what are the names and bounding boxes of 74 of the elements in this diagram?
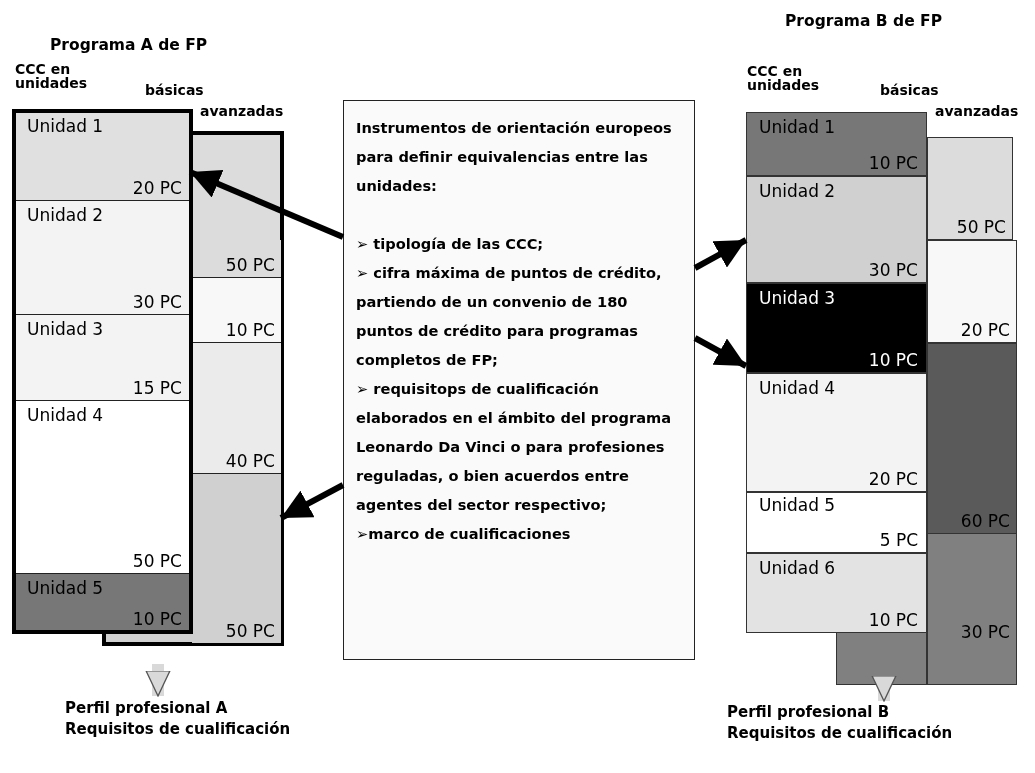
credit-block (192, 473, 281, 643)
credit-points: 20 PC (960, 320, 1010, 340)
arrow (188, 169, 345, 240)
column-header: CCC en unidades (15, 62, 89, 90)
credit-block (192, 240, 281, 277)
program-title: Programa B de FP (785, 14, 943, 28)
profile-subtitle: Requisitos de cualificación (65, 719, 292, 740)
unit-name: Unidad 2 (27, 205, 105, 225)
credit-block (927, 343, 1017, 534)
profile-title: Perfil profesional A (65, 698, 229, 719)
credit-points: 20 PC (132, 178, 182, 198)
credit-block (927, 137, 1013, 240)
credit-points: 20 PC (868, 469, 918, 489)
credit-points: 30 PC (960, 622, 1010, 642)
bullet-item: ➢marco de cualificaciones (356, 524, 572, 544)
credit-points: 30 PC (868, 260, 918, 280)
arrow (693, 335, 748, 369)
unit-block (746, 176, 927, 283)
column-header: básicas (880, 83, 939, 97)
unit-block (746, 373, 927, 492)
credit-points: 10 PC (225, 320, 275, 340)
credit-points: 50 PC (225, 621, 275, 641)
credit-points: 30 PC (132, 292, 182, 312)
unit-block (15, 400, 190, 573)
unit-block (746, 553, 927, 633)
column-header: avanzadas (200, 104, 284, 118)
unit-block (15, 112, 190, 200)
bullet-item: ➢ tipología de las CCC; (356, 234, 545, 254)
credit-block (192, 342, 281, 473)
credit-points: 10 PC (868, 153, 918, 173)
info-panel (343, 100, 695, 660)
credit-points: 10 PC (132, 609, 182, 629)
unit-name: Unidad 5 (759, 495, 837, 515)
credit-points: 40 PC (225, 451, 275, 471)
credit-points: 10 PC (868, 350, 918, 370)
credit-block (927, 240, 1017, 343)
profile-subtitle: Requisitos de cualificación (727, 723, 954, 744)
arrow (693, 237, 748, 271)
unit-name: Unidad 1 (27, 116, 105, 136)
unit-name: Unidad 2 (759, 181, 837, 201)
arrow (279, 482, 345, 521)
column-header: CCC en unidades (747, 64, 821, 92)
credit-block (927, 534, 1017, 685)
unit-name: Unidad 6 (759, 558, 837, 578)
unit-name: Unidad 3 (27, 319, 105, 339)
credit-points: 5 PC (879, 530, 918, 550)
credit-points: 10 PC (868, 610, 918, 630)
unit-name: Unidad 3 (759, 288, 837, 308)
unit-block (746, 492, 927, 553)
credit-block (192, 277, 281, 342)
block-arrow (145, 664, 171, 697)
block-arrow (871, 675, 897, 702)
unit-block (746, 112, 927, 176)
column-base (836, 632, 927, 685)
column-header: avanzadas (935, 104, 1019, 118)
profile-title: Perfil profesional B (727, 702, 891, 723)
unit-block (15, 314, 190, 400)
unit-name: Unidad 4 (27, 405, 105, 425)
unit-block (15, 200, 190, 314)
credit-points: 60 PC (960, 511, 1010, 531)
credit-points: 50 PC (956, 217, 1006, 237)
unit-name: Unidad 1 (759, 117, 837, 137)
program-title: Programa A de FP (50, 38, 208, 52)
bullet-item: ➢ requisitops de cualificación elaborados en el ámbito del programa Leonardo Da Vinci o para profesiones reguladas, o bien acuerdos entre agentes del sector respectivo; (356, 379, 673, 515)
panel-heading: Instrumentos de orientación europeos para definir equivalencias entre las unidades: (356, 118, 673, 196)
unit-name: Unidad 5 (27, 578, 105, 598)
column-header: básicas (145, 83, 204, 97)
credit-points: 50 PC (225, 255, 275, 275)
credit-points: 15 PC (132, 378, 182, 398)
unit-block (15, 573, 190, 631)
credit-points: 50 PC (132, 551, 182, 571)
unit-name: Unidad 4 (759, 378, 837, 398)
unit-block (746, 283, 927, 373)
bullet-item: ➢ cifra máxima de puntos de crédito, partiendo de un convenio de 180 puntos de crédito para programas completos de FP; (356, 263, 663, 370)
